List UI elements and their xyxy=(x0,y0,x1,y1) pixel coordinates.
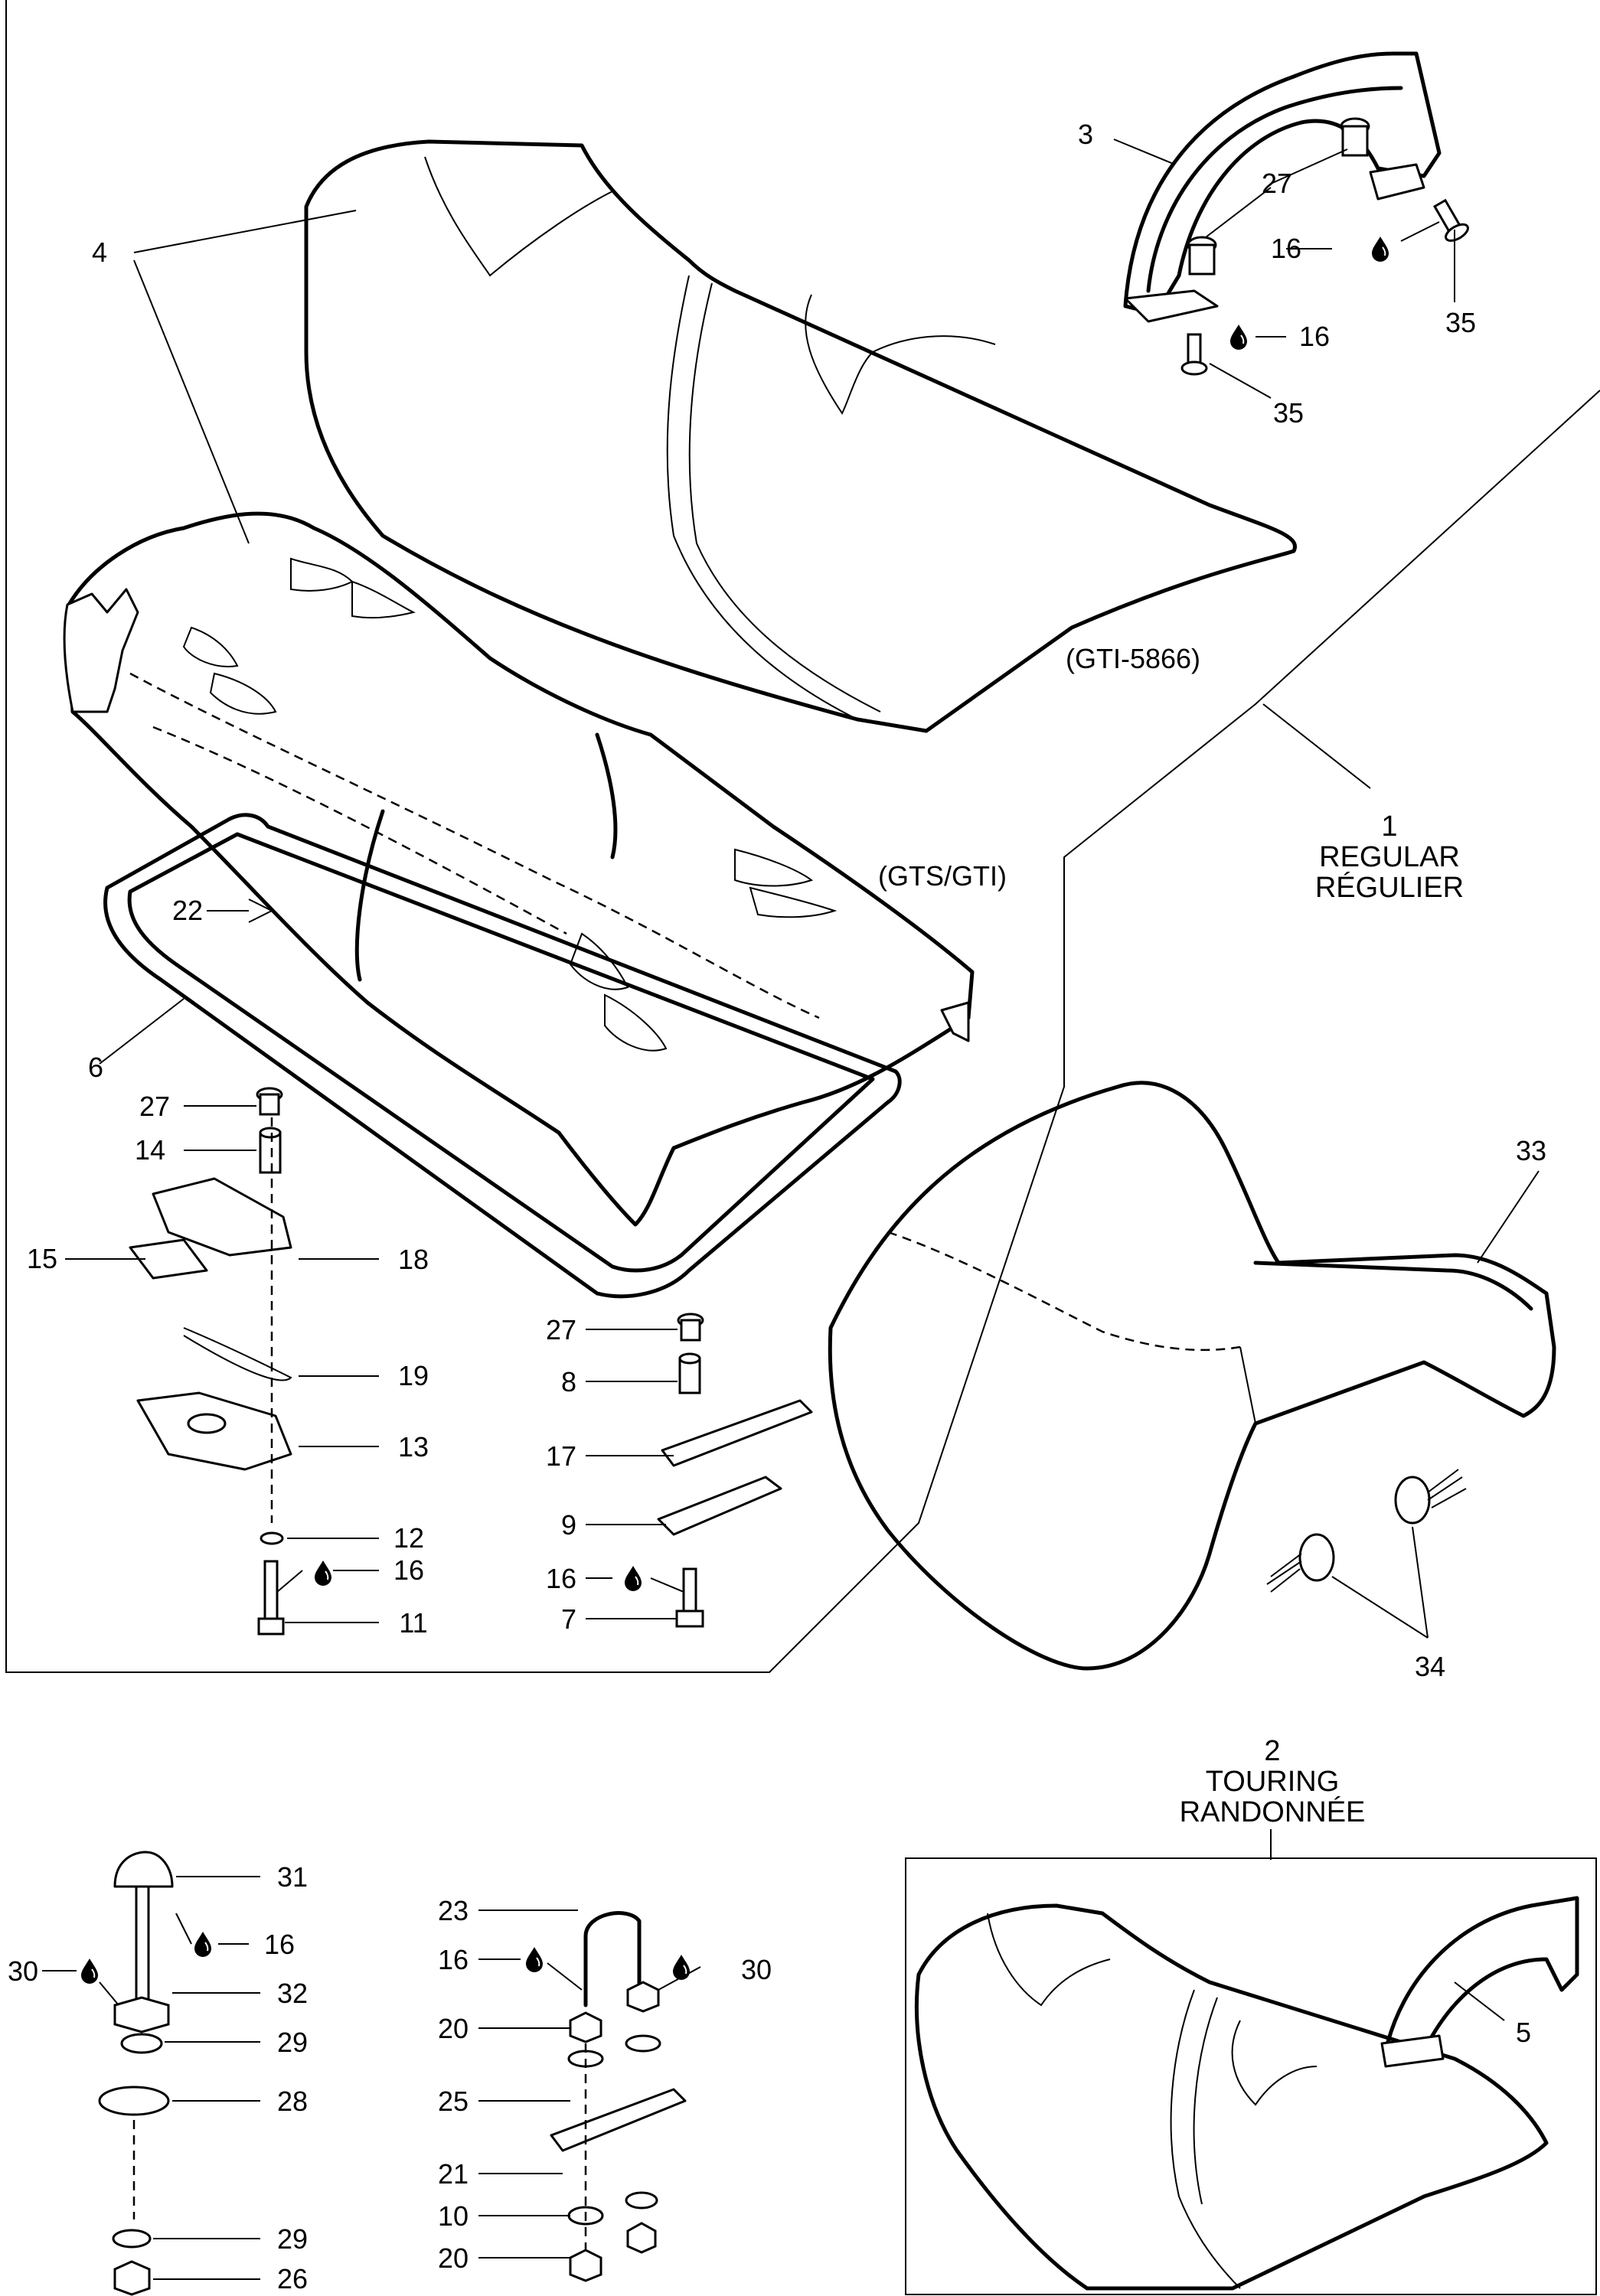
regular-group-border xyxy=(5,0,1600,1673)
callout-21: 21 xyxy=(438,2158,469,2190)
callout-29-bottom: 29 xyxy=(277,2223,308,2255)
callout-33: 33 xyxy=(1516,1135,1546,1166)
callout-29-top: 29 xyxy=(277,2027,308,2058)
callout-35-handle-a: 35 xyxy=(1445,307,1476,338)
drop-icon xyxy=(672,1954,691,1981)
leader-lines xyxy=(42,139,1540,2280)
callout-31: 31 xyxy=(277,1861,308,1893)
callout-16-bumper: 16 xyxy=(264,1929,295,1960)
callout-11: 11 xyxy=(399,1607,427,1639)
hardware-u-bolt-stack xyxy=(550,1911,687,2282)
note-gti-5866: (GTI-5866) xyxy=(1066,643,1200,674)
callout-26: 26 xyxy=(277,2263,308,2294)
callout-27-bracket: 27 xyxy=(546,1314,576,1345)
drop-icon xyxy=(80,1958,99,1985)
callout-8: 8 xyxy=(561,1366,576,1397)
callout-27-latch: 27 xyxy=(139,1091,170,1122)
drop-icon xyxy=(1229,324,1248,351)
callout-13: 13 xyxy=(398,1431,429,1463)
callout-20-bottom: 20 xyxy=(438,2242,469,2274)
label-regulier: RÉGULIER xyxy=(1315,871,1464,904)
callout-14: 14 xyxy=(135,1134,165,1166)
callout-16-handle-b: 16 xyxy=(1299,321,1330,352)
touring-group-border xyxy=(905,1857,1597,2295)
drop-icon xyxy=(194,1931,212,1958)
drop-icon xyxy=(525,1946,544,1973)
hardware-bracket-assembly xyxy=(657,1313,813,1628)
touring-seat-drawing xyxy=(914,1896,1579,2291)
callout-20-top: 20 xyxy=(438,2013,469,2044)
label-randonnee: RANDONNÉE xyxy=(1180,1795,1366,1828)
callout-12: 12 xyxy=(393,1522,424,1554)
callout-16-ubolt: 16 xyxy=(438,1944,469,1975)
callout-23: 23 xyxy=(438,1895,469,1926)
callout-30-left: 30 xyxy=(8,1955,38,1987)
callout-18: 18 xyxy=(398,1244,429,1275)
callout-labels: 3 27 16 35 16 35 4 (GTI-5866) (GTS/GTI) … xyxy=(8,119,1546,2294)
callout-7: 7 xyxy=(561,1603,576,1635)
callout-16-latch: 16 xyxy=(393,1554,424,1586)
callout-30-right: 30 xyxy=(741,1954,772,1985)
drop-icon xyxy=(624,1565,642,1592)
callout-19: 19 xyxy=(398,1360,429,1391)
callout-15: 15 xyxy=(27,1243,57,1274)
callout-3: 3 xyxy=(1078,119,1093,150)
drop-icon xyxy=(1371,236,1389,263)
callout-28: 28 xyxy=(277,2086,308,2117)
hardware-bumper-stack xyxy=(98,1851,174,2296)
seat-cover-gts-gti-drawing xyxy=(63,511,975,1227)
callout-35-handle-b: 35 xyxy=(1273,397,1304,429)
callout-17: 17 xyxy=(546,1440,576,1472)
callout-2: 2 xyxy=(1264,1735,1280,1767)
callout-6: 6 xyxy=(88,1052,103,1083)
push-rivets-drawing xyxy=(1266,1469,1467,1593)
callout-1: 1 xyxy=(1381,810,1397,843)
hardware-latch-assembly xyxy=(129,1087,292,1636)
callout-34: 34 xyxy=(1415,1651,1445,1682)
callout-9: 9 xyxy=(561,1509,576,1541)
callout-25: 25 xyxy=(438,2086,469,2117)
label-regular: REGULAR xyxy=(1319,841,1460,873)
callout-16-handle-a: 16 xyxy=(1271,233,1301,264)
callout-4: 4 xyxy=(92,236,107,268)
seat-gti-5866-drawing xyxy=(304,139,1297,733)
callout-22: 22 xyxy=(172,895,203,926)
callout-16-bracket: 16 xyxy=(546,1563,576,1594)
callout-10: 10 xyxy=(438,2200,469,2232)
seat-frame-drawing xyxy=(103,813,902,1299)
callout-32: 32 xyxy=(277,1978,308,2009)
grab-handle-drawing xyxy=(1123,51,1469,376)
label-touring: TOURING xyxy=(1206,1766,1340,1798)
callout-27-handle: 27 xyxy=(1262,168,1292,199)
drop-icon xyxy=(314,1560,332,1587)
note-gts-gti: (GTS/GTI) xyxy=(878,860,1007,892)
callout-5: 5 xyxy=(1516,2017,1531,2048)
seat-base-drawing xyxy=(828,1081,1556,1671)
